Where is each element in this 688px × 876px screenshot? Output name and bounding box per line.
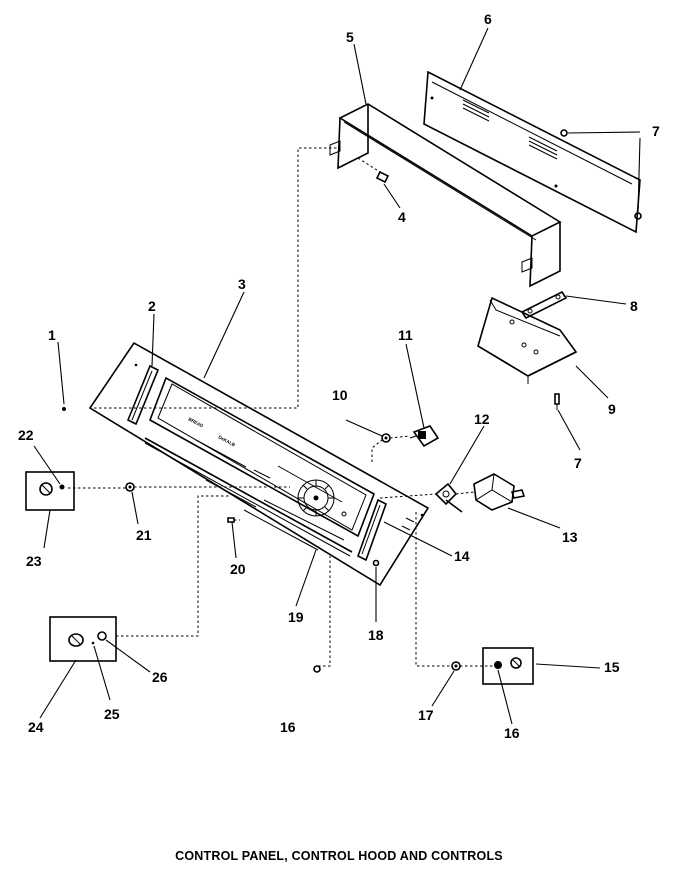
nut-17: [451, 661, 461, 671]
callout-18: 18: [368, 627, 384, 643]
callout-labels: 1 2 3 4 5 6 7 7 8 9 10 11 12 13 14 15 16…: [18, 11, 660, 741]
diagram-caption: CONTROL PANEL, CONTROL HOOD AND CONTROLS: [175, 849, 503, 863]
knob-plate-23: [25, 471, 75, 511]
control-hood-back-plate: [423, 70, 641, 234]
callout-6: 6: [484, 11, 492, 27]
callout-21: 21: [136, 527, 152, 543]
callout-7-bottom: 7: [574, 455, 582, 471]
pin-1: [62, 407, 66, 411]
callout-10: 10: [332, 387, 348, 403]
callout-9: 9: [608, 401, 616, 417]
screw-16-right: [494, 662, 500, 668]
svg-text:DeKALB: DeKALB: [218, 434, 237, 447]
screw-18: [372, 559, 380, 567]
callout-3: 3: [238, 276, 246, 292]
callout-8: 8: [630, 298, 638, 314]
callout-19: 19: [288, 609, 304, 625]
callout-13: 13: [562, 529, 578, 545]
callout-26: 26: [152, 669, 168, 685]
control-hood: [329, 103, 562, 288]
knob-plate-24: [49, 616, 117, 662]
svg-text:BREAD: BREAD: [188, 416, 205, 428]
callout-12: 12: [474, 411, 490, 427]
callout-2: 2: [148, 298, 156, 314]
callout-17: 17: [418, 707, 434, 723]
callout-5: 5: [346, 29, 354, 45]
screw-7-bracket: [554, 393, 560, 410]
mounting-bracket-9: [477, 296, 578, 384]
control-panel-3: BREAD DeKALB: [88, 341, 430, 587]
end-cap-2: [126, 364, 160, 426]
knob-shaft-12: [434, 482, 463, 513]
leader-lines: [33, 27, 641, 725]
clip-20: [227, 517, 240, 523]
timer-motor-13: [473, 473, 526, 511]
callout-15: 15: [604, 659, 620, 675]
end-cap-14: [357, 498, 387, 562]
callout-1: 1: [48, 327, 56, 343]
callout-25: 25: [104, 706, 120, 722]
callout-4: 4: [398, 209, 406, 225]
callout-11: 11: [398, 327, 413, 343]
bracket-strip-8: [520, 290, 568, 320]
screw-16-left: [313, 665, 321, 673]
callout-16-right: 16: [504, 725, 520, 741]
screws-7-hood: [554, 129, 642, 220]
knob-21: [125, 482, 135, 492]
callout-14: 14: [454, 548, 470, 564]
screw-4: [357, 157, 390, 184]
callout-24: 24: [28, 719, 44, 735]
callout-23: 23: [26, 553, 42, 569]
callout-20: 20: [230, 561, 246, 577]
switch-11: [409, 425, 440, 448]
callout-16-left: 16: [280, 719, 296, 735]
nut-10: [381, 433, 391, 443]
assembly-dashed-lines: [68, 147, 494, 667]
callout-22: 22: [18, 427, 34, 443]
callout-7-top: 7: [652, 123, 660, 139]
